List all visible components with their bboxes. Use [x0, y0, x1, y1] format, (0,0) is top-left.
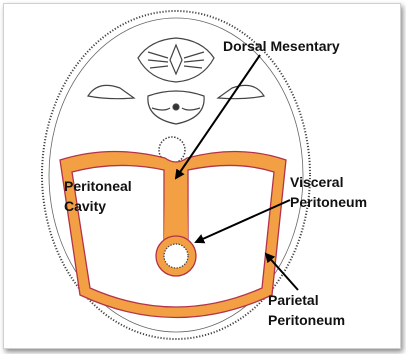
- label-parietal-peritoneum-line1: Parietal: [268, 292, 319, 308]
- label-parietal-peritoneum-line2: Peritoneum: [268, 312, 345, 328]
- label-visceral-peritoneum-line1: Visceral: [290, 174, 343, 190]
- label-visceral-peritoneum-line2: Peritoneum: [290, 194, 367, 210]
- label-peritoneal-cavity-line2: Cavity: [64, 198, 106, 214]
- label-peritoneal-cavity-line1: Peritoneal: [64, 178, 132, 194]
- label-dorsal-mesentary: Dorsal Mesentary: [223, 38, 340, 54]
- gut-lumen: [164, 244, 188, 268]
